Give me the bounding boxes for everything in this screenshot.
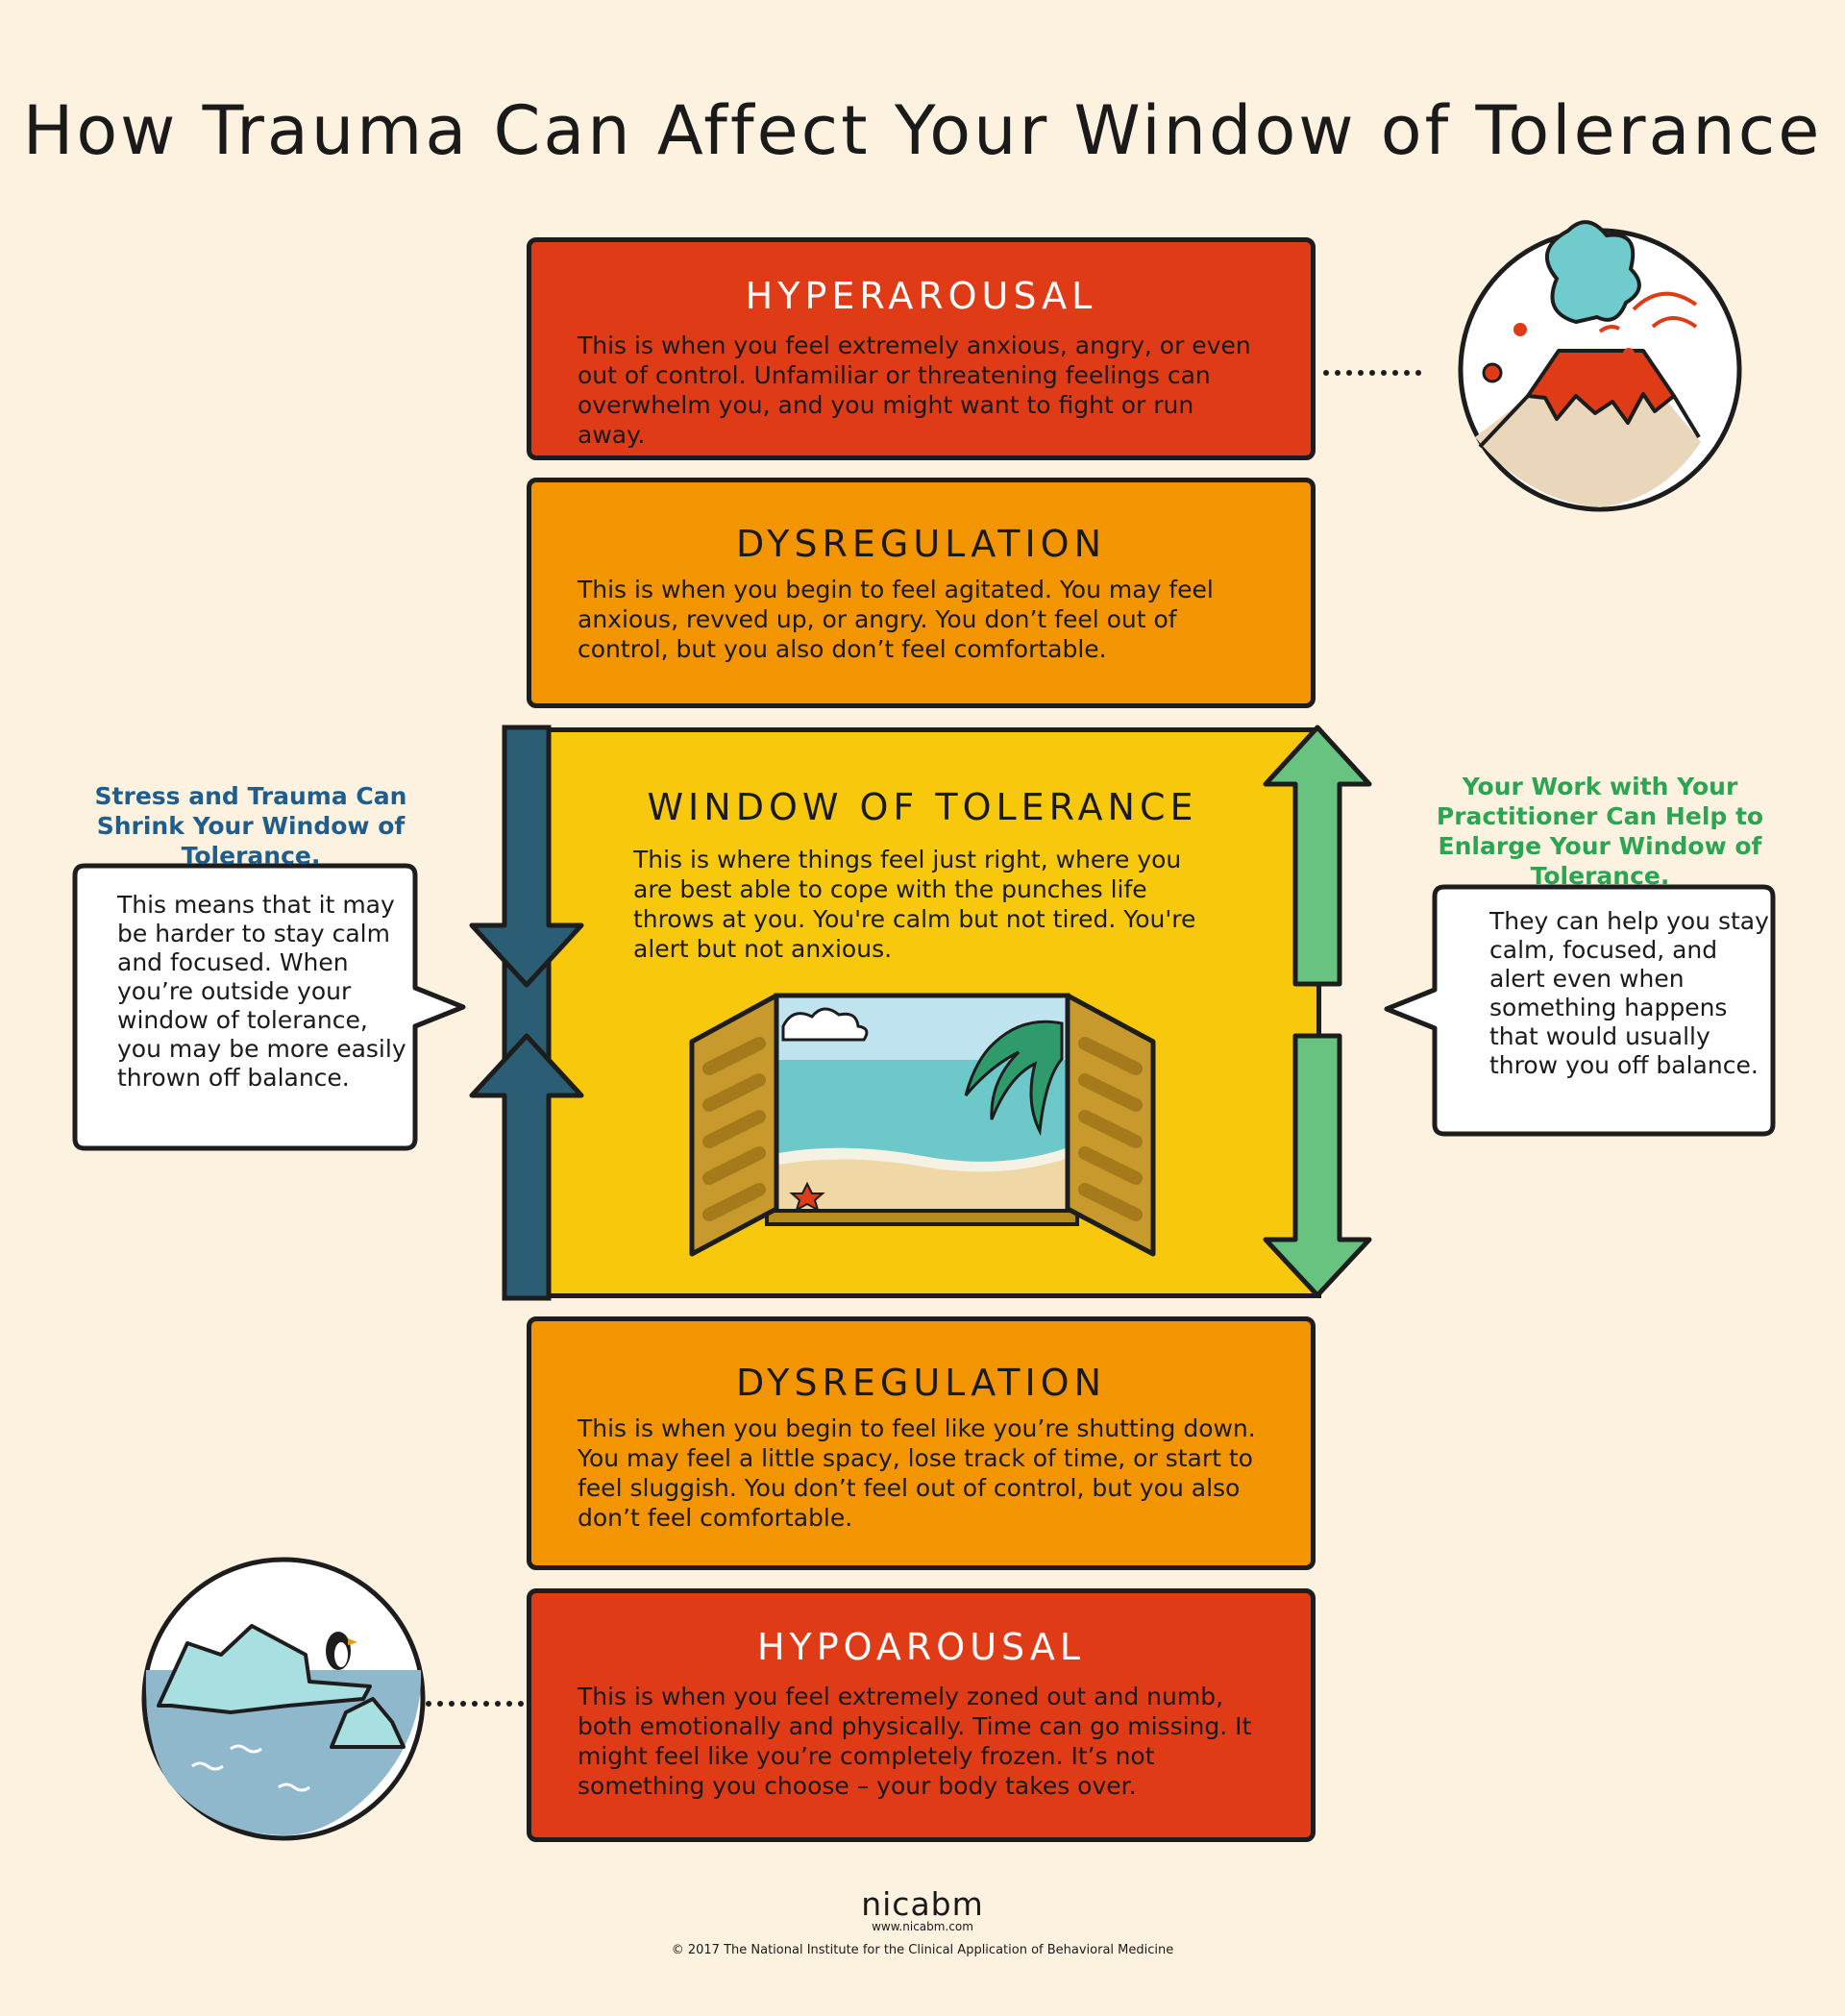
iceberg-connector <box>426 1701 524 1707</box>
shrink-bubble-text: This means that it may be harder to stay… <box>117 891 406 1092</box>
enlarge-heading: Your Work with Your Practitioner Can Hel… <box>1436 773 1764 890</box>
footer-copyright: © 2017 The National Institute for the Cl… <box>671 1943 1174 1957</box>
enlarge-arrow-down-icon <box>1263 1033 1372 1298</box>
right-speech-bubble <box>1384 884 1776 1137</box>
beach-window-icon <box>689 993 1156 1257</box>
hypoarousal-heading: HYPOAROUSAL <box>756 1626 1086 1668</box>
window-of-tolerance-heading: WINDOW OF TOLERANCE <box>647 786 1198 828</box>
hypoarousal-text: This is when you feel extremely zoned ou… <box>578 1683 1252 1800</box>
volcano-connector <box>1323 370 1421 376</box>
dysregulation-top-zone: DYSREGULATION This is when you begin to … <box>527 478 1316 708</box>
dysregulation-top-text: This is when you begin to feel agitated.… <box>578 576 1214 663</box>
enlarge-bubble-text: They can help you stay calm, focused, an… <box>1489 907 1769 1079</box>
window-of-tolerance-text: This is where things feel just right, wh… <box>633 846 1196 963</box>
hyperarousal-heading: HYPERAROUSAL <box>745 275 1097 317</box>
nicabm-logo: nicabm <box>861 1885 984 1923</box>
volcano-icon <box>1458 220 1742 512</box>
dysregulation-bottom-zone: DYSREGULATION This is when you begin to … <box>527 1316 1316 1570</box>
page-title: How Trauma Can Affect Your Window of Tol… <box>22 91 1823 170</box>
enlarge-arrow-up-icon <box>1263 725 1372 987</box>
shrink-heading: Stress and Trauma Can Shrink Your Window… <box>94 782 407 870</box>
iceberg-penguin-icon <box>141 1557 426 1841</box>
left-speech-bubble <box>72 863 466 1151</box>
shrink-arrow-up-icon <box>469 1033 584 1301</box>
dysregulation-top-heading: DYSREGULATION <box>735 523 1107 565</box>
shrink-arrow-down-icon <box>469 725 584 988</box>
dysregulation-bottom-heading: DYSREGULATION <box>735 1362 1107 1404</box>
hypoarousal-zone: HYPOAROUSAL This is when you feel extrem… <box>527 1588 1316 1842</box>
dysregulation-bottom-text: This is when you begin to feel like you’… <box>578 1414 1256 1532</box>
footer-url[interactable]: www.nicabm.com <box>872 1920 973 1933</box>
hyperarousal-text: This is when you feel extremely anxious,… <box>578 332 1251 449</box>
hyperarousal-zone: HYPERAROUSAL This is when you feel extre… <box>527 237 1316 460</box>
